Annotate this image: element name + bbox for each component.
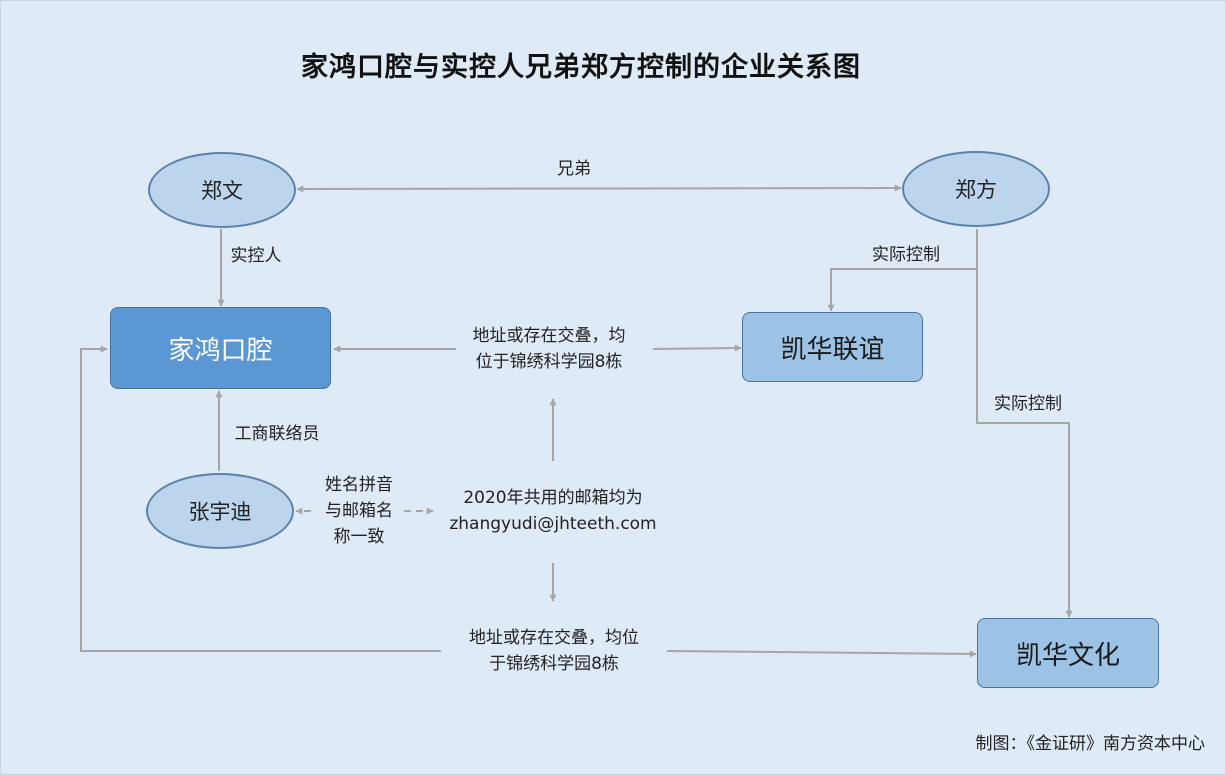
address-overlap-2-left-connector: [80, 345, 441, 652]
label-address-overlap-1: 地址或存在交叠，均 位于锦绣科学园8栋: [472, 326, 626, 372]
label-actual-control-1: 实际控制: [872, 245, 940, 265]
label-actual-control-2: 实际控制: [994, 394, 1062, 414]
node-kaihua-lianyi: 凯华联谊: [742, 312, 923, 382]
credit-text: 制图：《金证研》南方资本中心: [975, 734, 1206, 754]
diagram-title: 家鸿口腔与实控人兄弟郑方控制的企业关系图: [301, 52, 861, 83]
label-actual-controller: 实控人: [230, 246, 282, 266]
node-jiahong: 家鸿口腔: [110, 307, 331, 389]
address-overlap-2-right-connector: [666, 650, 977, 658]
label-brothers: 兄弟: [557, 159, 591, 179]
node-zhengwen: 郑文: [148, 152, 296, 228]
node-zhangyudi: 张宇迪: [146, 473, 294, 549]
label-shared-email: 2020年共用的邮箱均为 zhangyudi@jhteeth.com: [449, 488, 657, 534]
control-lianyi-connector: [827, 229, 978, 312]
label-address-overlap-2: 地址或存在交叠，均位 于锦绣科学园8栋: [469, 628, 639, 674]
control-wenhua-connector: [976, 269, 1073, 618]
brothers-connector: [296, 184, 902, 193]
node-zhengfang: 郑方: [902, 151, 1050, 227]
node-kaihua-wenhua: 凯华文化: [977, 618, 1159, 688]
address-overlap-1-right-connector: [652, 344, 742, 352]
label-pinyin-match: 姓名拼音 与邮箱名 称一致: [325, 475, 393, 547]
label-business-liaison: 工商联络员: [234, 424, 320, 444]
